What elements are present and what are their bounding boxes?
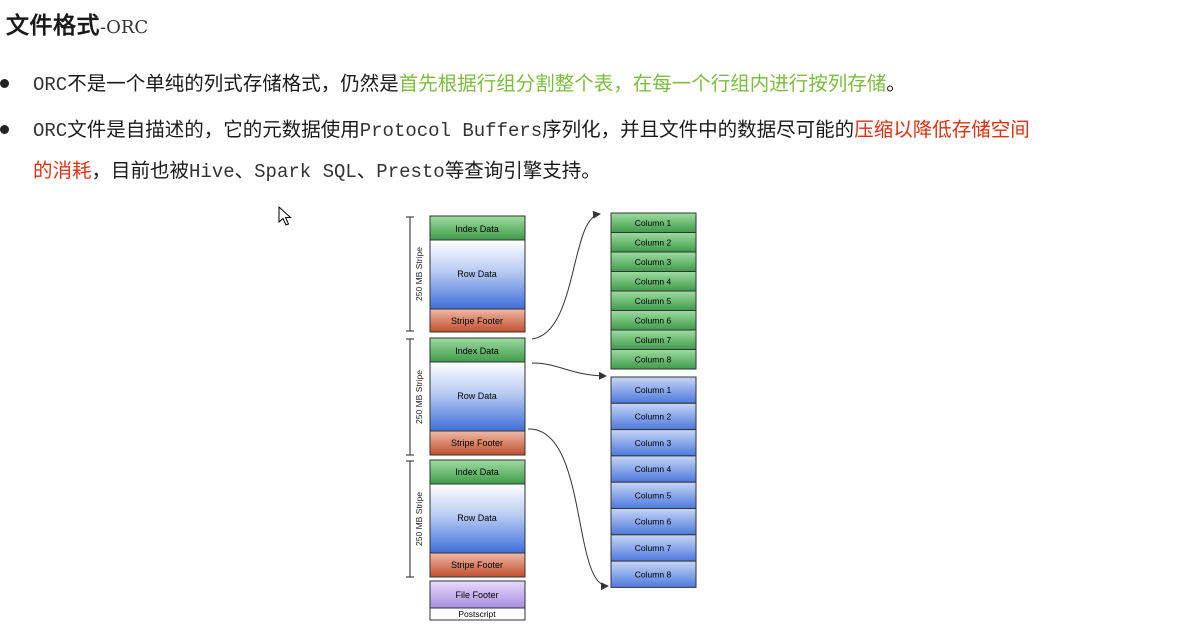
data-column-label-8: Column 8: [635, 569, 672, 579]
text-segment: 、: [356, 159, 377, 182]
title-main: 文件格式: [6, 13, 100, 39]
arrow-row-to-data-columns: [531, 362, 607, 380]
postscript: [429, 607, 526, 621]
stripe-3-index-label: Index Data: [455, 467, 499, 477]
stripe-2-footer: [429, 430, 526, 456]
mouse-pointer-icon: [278, 206, 292, 226]
data-column-label-2: Column 2: [635, 411, 672, 421]
stripe-1-label: 250 MB Stripe: [414, 247, 424, 301]
data-column-label-3: Column 3: [635, 438, 672, 448]
data-column-label-6: Column 6: [635, 517, 672, 527]
bullet-text-2: ORC文件是自描述的，它的元数据使用Protocol Buffers序列化，并且…: [33, 115, 1030, 146]
text-segment: 序列化，并且文件中的数据尽可能的: [542, 118, 855, 141]
stripe-2-index-data: [429, 337, 526, 363]
stripe-2-index-label: Index Data: [455, 346, 499, 356]
stripe-2-footer-label: Stripe Footer: [451, 438, 503, 448]
text-segment: ORC: [33, 74, 68, 96]
index-column-label-6: Column 6: [635, 315, 672, 325]
stripe-1-index-data: [429, 215, 526, 241]
arrow-footer-to-end: [527, 428, 609, 591]
index-column-label-4: Column 4: [635, 276, 672, 286]
stripe-1-index-label: Index Data: [455, 224, 499, 234]
data-column-8: [610, 560, 697, 588]
stripe-3-bracket: [406, 460, 414, 578]
stripe-2: 250 MB Stripe Index Data Row Data Stripe…: [406, 337, 526, 456]
index-column-8: [610, 349, 697, 370]
stripe-1-row-data: [429, 239, 526, 310]
index-column-label-5: Column 5: [635, 296, 672, 306]
text-segment: 首先根据行组分割整个表，在每一个行组内进行按列存储: [398, 72, 887, 95]
data-column-2: [610, 402, 697, 431]
text-segment: 文件是自描述的，它的元数据使用: [67, 118, 360, 141]
stripe-1-row-label: Row Data: [457, 269, 497, 279]
file-footer: [429, 580, 526, 609]
page-title: 文件格式-ORC: [6, 10, 148, 42]
data-columns-group: Column 1 Column 2 Column 3 Column 4 Column 5…: [610, 376, 697, 588]
index-column-label-3: Column 3: [635, 257, 672, 267]
text-segment: Protocol Buffers: [359, 120, 543, 142]
data-column-1: [610, 376, 697, 404]
index-columns-group: Column 1 Column 2 Column 3 Column 4 Column 5…: [610, 212, 697, 370]
data-column-4: [610, 455, 697, 483]
title-suffix: -ORC: [100, 17, 149, 38]
stripe-2-label: 250 MB Stripe: [414, 370, 424, 424]
postscript-label: Postscript: [458, 609, 496, 619]
text-segment: ，目前也被: [91, 159, 190, 182]
stripe-3: 250 MB Stripe Index Data Row Data Stripe…: [406, 459, 526, 578]
text-segment: 等查询引擎支持。: [444, 159, 601, 182]
text-segment: Presto: [376, 161, 445, 183]
data-column-label-7: Column 7: [635, 543, 672, 553]
stripe-1: 250 MB Stripe Index Data Row Data Stripe…: [406, 215, 526, 333]
data-column-5: [610, 481, 697, 510]
data-column-label-5: Column 5: [635, 490, 672, 500]
data-column-3: [610, 429, 697, 457]
data-column-label-1: Column 1: [635, 385, 672, 395]
stripe-1-footer-label: Stripe Footer: [451, 316, 503, 326]
text-segment: 。: [886, 72, 906, 95]
index-column-label-2: Column 2: [635, 237, 672, 247]
stripe-1-footer: [429, 308, 526, 333]
stripe-2-bracket: [406, 338, 414, 456]
stripe-3-row-label: Row Data: [457, 513, 497, 523]
text-segment: 、: [234, 159, 255, 182]
stripe-3-footer-label: Stripe Footer: [451, 560, 503, 570]
bullet-text-2-cont: 的消耗，目前也被Hive、Spark SQL、Presto等查询引擎支持。: [33, 156, 601, 187]
text-segment: Hive: [189, 161, 235, 183]
text-segment: 压缩以降低存储空间: [854, 118, 1030, 141]
bullet-dot-1: [0, 79, 9, 88]
stripe-3-row-data: [429, 483, 526, 554]
arrow-index-to-index-columns: [531, 210, 601, 340]
bullet-text-1: ORC不是一个单纯的列式存储格式，仍然是首先根据行组分割整个表，在每一个行组内进…: [33, 69, 906, 100]
stripe-2-row-label: Row Data: [457, 391, 497, 401]
stripe-1-bracket: [406, 216, 414, 332]
text-segment: ORC: [33, 120, 68, 142]
index-column-label-8: Column 8: [635, 354, 672, 364]
data-column-7: [610, 534, 697, 562]
index-column-label-7: Column 7: [635, 335, 672, 345]
text-segment: 不是一个单纯的列式存储格式，仍然是: [67, 72, 399, 95]
index-column-label-1: Column 1: [635, 218, 672, 228]
text-segment: Spark SQL: [254, 161, 357, 183]
text-segment: 的消耗: [33, 159, 92, 182]
bullet-dot-2: [0, 125, 9, 134]
file-footer-label: File Footer: [455, 590, 498, 600]
stripe-3-label: 250 MB Stripe: [414, 492, 424, 546]
data-column-label-4: Column 4: [635, 464, 672, 474]
stripe-3-footer: [429, 552, 526, 578]
orc-structure-diagram: 250 MB Stripe Index Data Row Data Stripe…: [406, 210, 697, 621]
